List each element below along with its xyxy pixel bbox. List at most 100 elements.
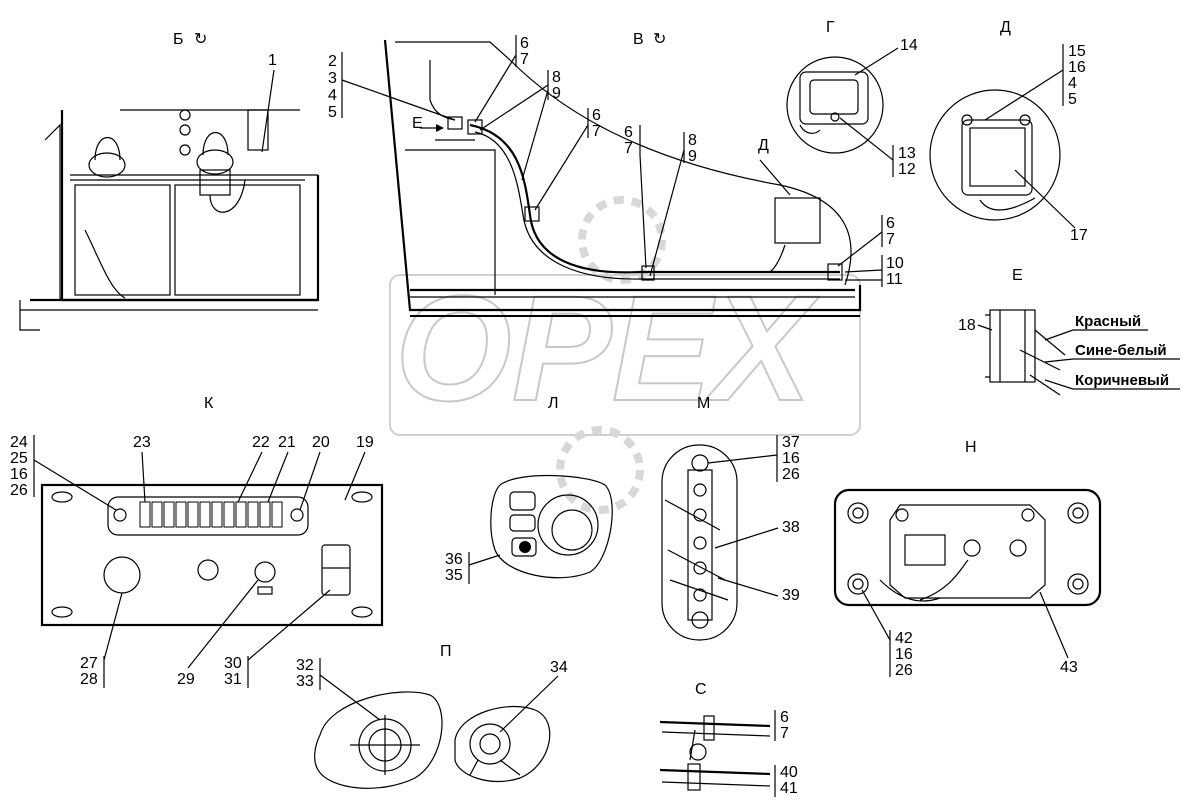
view-e-title: Е xyxy=(1012,267,1023,284)
svg-text:6: 6 xyxy=(780,709,789,726)
callout-19: 19 xyxy=(356,434,374,451)
callout-36-35: 36 35 xyxy=(445,551,501,584)
svg-text:15: 15 xyxy=(1068,43,1086,60)
svg-text:37: 37 xyxy=(782,434,800,451)
callout-2-5: 2 3 4 5 xyxy=(328,52,456,121)
callout-14: 14 xyxy=(900,37,918,54)
svg-text:4: 4 xyxy=(1068,75,1077,92)
svg-text:5: 5 xyxy=(328,104,337,121)
svg-text:41: 41 xyxy=(780,780,798,797)
svg-text:7: 7 xyxy=(780,725,789,742)
svg-text:6: 6 xyxy=(886,215,895,232)
callout-8-9-a: 8 9 xyxy=(479,69,561,181)
svg-text:16: 16 xyxy=(895,646,913,663)
view-v-title: В xyxy=(633,31,644,48)
callout-39: 39 xyxy=(782,587,800,604)
callout-18: 18 xyxy=(958,317,976,334)
svg-text:12: 12 xyxy=(898,161,916,178)
svg-text:26: 26 xyxy=(10,482,28,499)
svg-text:27: 27 xyxy=(80,655,98,672)
view-v-arrow-icon: ↻ xyxy=(653,31,666,48)
callout-6-7-c: 6 7 xyxy=(624,124,647,269)
view-g-title: Г xyxy=(826,19,835,36)
view-b-title: Б xyxy=(173,31,184,48)
svg-text:7: 7 xyxy=(886,231,895,248)
view-l: Л 36 35 xyxy=(445,395,613,584)
svg-text:36: 36 xyxy=(445,551,463,568)
callout-24-25-16-26: 24 25 16 26 xyxy=(10,434,117,511)
svg-text:28: 28 xyxy=(80,671,98,688)
svg-text:8: 8 xyxy=(552,69,561,86)
svg-text:5: 5 xyxy=(1068,91,1077,108)
callout-40-41: 40 41 xyxy=(774,764,798,797)
view-d-title: Д xyxy=(1000,19,1011,36)
svg-text:35: 35 xyxy=(445,567,463,584)
callout-6-7-d: 6 7 xyxy=(837,215,895,267)
callout-38: 38 xyxy=(782,519,800,536)
svg-text:26: 26 xyxy=(782,466,800,483)
view-e: Е 18 Красный Сине-белый Коричневый xyxy=(958,267,1180,396)
callout-6-7-a: 6 7 xyxy=(474,35,529,123)
svg-text:6: 6 xyxy=(520,35,529,52)
callout-42-16-26: 42 16 26 xyxy=(861,589,913,679)
wire-color-red: Красный xyxy=(1075,313,1141,330)
svg-text:6: 6 xyxy=(624,124,633,141)
view-s-title: С xyxy=(695,681,707,698)
view-m: М 37 16 26 38 39 xyxy=(661,395,800,641)
view-l-title: Л xyxy=(548,395,559,412)
callout-6-7-b: 6 7 xyxy=(534,107,601,211)
callout-34: 34 xyxy=(550,659,568,676)
view-k: К 24 25 16 26 23 xyxy=(10,395,384,688)
view-d: Д 15 16 4 5 17 xyxy=(929,19,1088,244)
callout-s-6-7: 6 7 xyxy=(774,709,789,742)
callout-8-9-b: 8 9 xyxy=(649,132,697,277)
callout-20: 20 xyxy=(312,434,330,451)
callout-10-11: 10 11 xyxy=(844,255,904,288)
callout-21: 21 xyxy=(278,434,296,451)
view-b-arrow-icon: ↻ xyxy=(194,31,207,48)
svg-text:33: 33 xyxy=(296,673,314,690)
view-v: В ↻ Е Д 2 3 4 5 xyxy=(328,31,904,317)
callout-29: 29 xyxy=(177,671,195,688)
svg-text:7: 7 xyxy=(624,140,633,157)
callout-32-33: 32 33 xyxy=(296,657,381,721)
svg-text:40: 40 xyxy=(780,764,798,781)
svg-text:31: 31 xyxy=(224,671,242,688)
svg-text:9: 9 xyxy=(552,85,561,102)
callout-27-28: 27 28 xyxy=(80,592,123,688)
view-m-title: М xyxy=(697,395,710,412)
view-g: Г 14 13 12 xyxy=(786,19,918,178)
view-p: П 32 33 34 xyxy=(296,643,568,789)
svg-text:25: 25 xyxy=(10,450,28,467)
callout-1: 1 xyxy=(268,52,277,69)
callout-43: 43 xyxy=(1060,659,1078,676)
svg-text:16: 16 xyxy=(10,466,28,483)
svg-text:24: 24 xyxy=(10,434,28,451)
svg-text:9: 9 xyxy=(688,148,697,165)
svg-text:10: 10 xyxy=(886,255,904,272)
callout-13-12: 13 12 xyxy=(839,117,916,178)
svg-text:8: 8 xyxy=(688,132,697,149)
svg-text:16: 16 xyxy=(1068,59,1086,76)
wire-color-brown: Коричневый xyxy=(1075,372,1169,389)
callout-30-31: 30 31 xyxy=(224,589,331,688)
watermark: OPEX xyxy=(389,196,861,514)
watermark-text: OPEX xyxy=(395,264,820,432)
callout-22: 22 xyxy=(252,434,270,451)
svg-text:30: 30 xyxy=(224,655,242,672)
view-b: Б ↻ 1 xyxy=(19,31,320,331)
view-n: Н 42 16 26 43 xyxy=(833,439,1102,679)
view-s: С 6 7 40 41 xyxy=(659,681,798,797)
view-p-title: П xyxy=(440,643,452,660)
svg-text:3: 3 xyxy=(328,70,337,87)
svg-text:6: 6 xyxy=(592,107,601,124)
view-e-marker: Е xyxy=(412,115,423,132)
view-k-title: К xyxy=(204,395,214,412)
svg-text:2: 2 xyxy=(328,53,337,70)
callout-23: 23 xyxy=(133,434,151,451)
wire-color-blue-white: Сине-белый xyxy=(1075,342,1167,359)
view-n-title: Н xyxy=(965,439,977,456)
svg-text:32: 32 xyxy=(296,657,314,674)
svg-text:7: 7 xyxy=(592,123,601,140)
callout-15-16-4-5: 15 16 4 5 xyxy=(984,43,1086,121)
